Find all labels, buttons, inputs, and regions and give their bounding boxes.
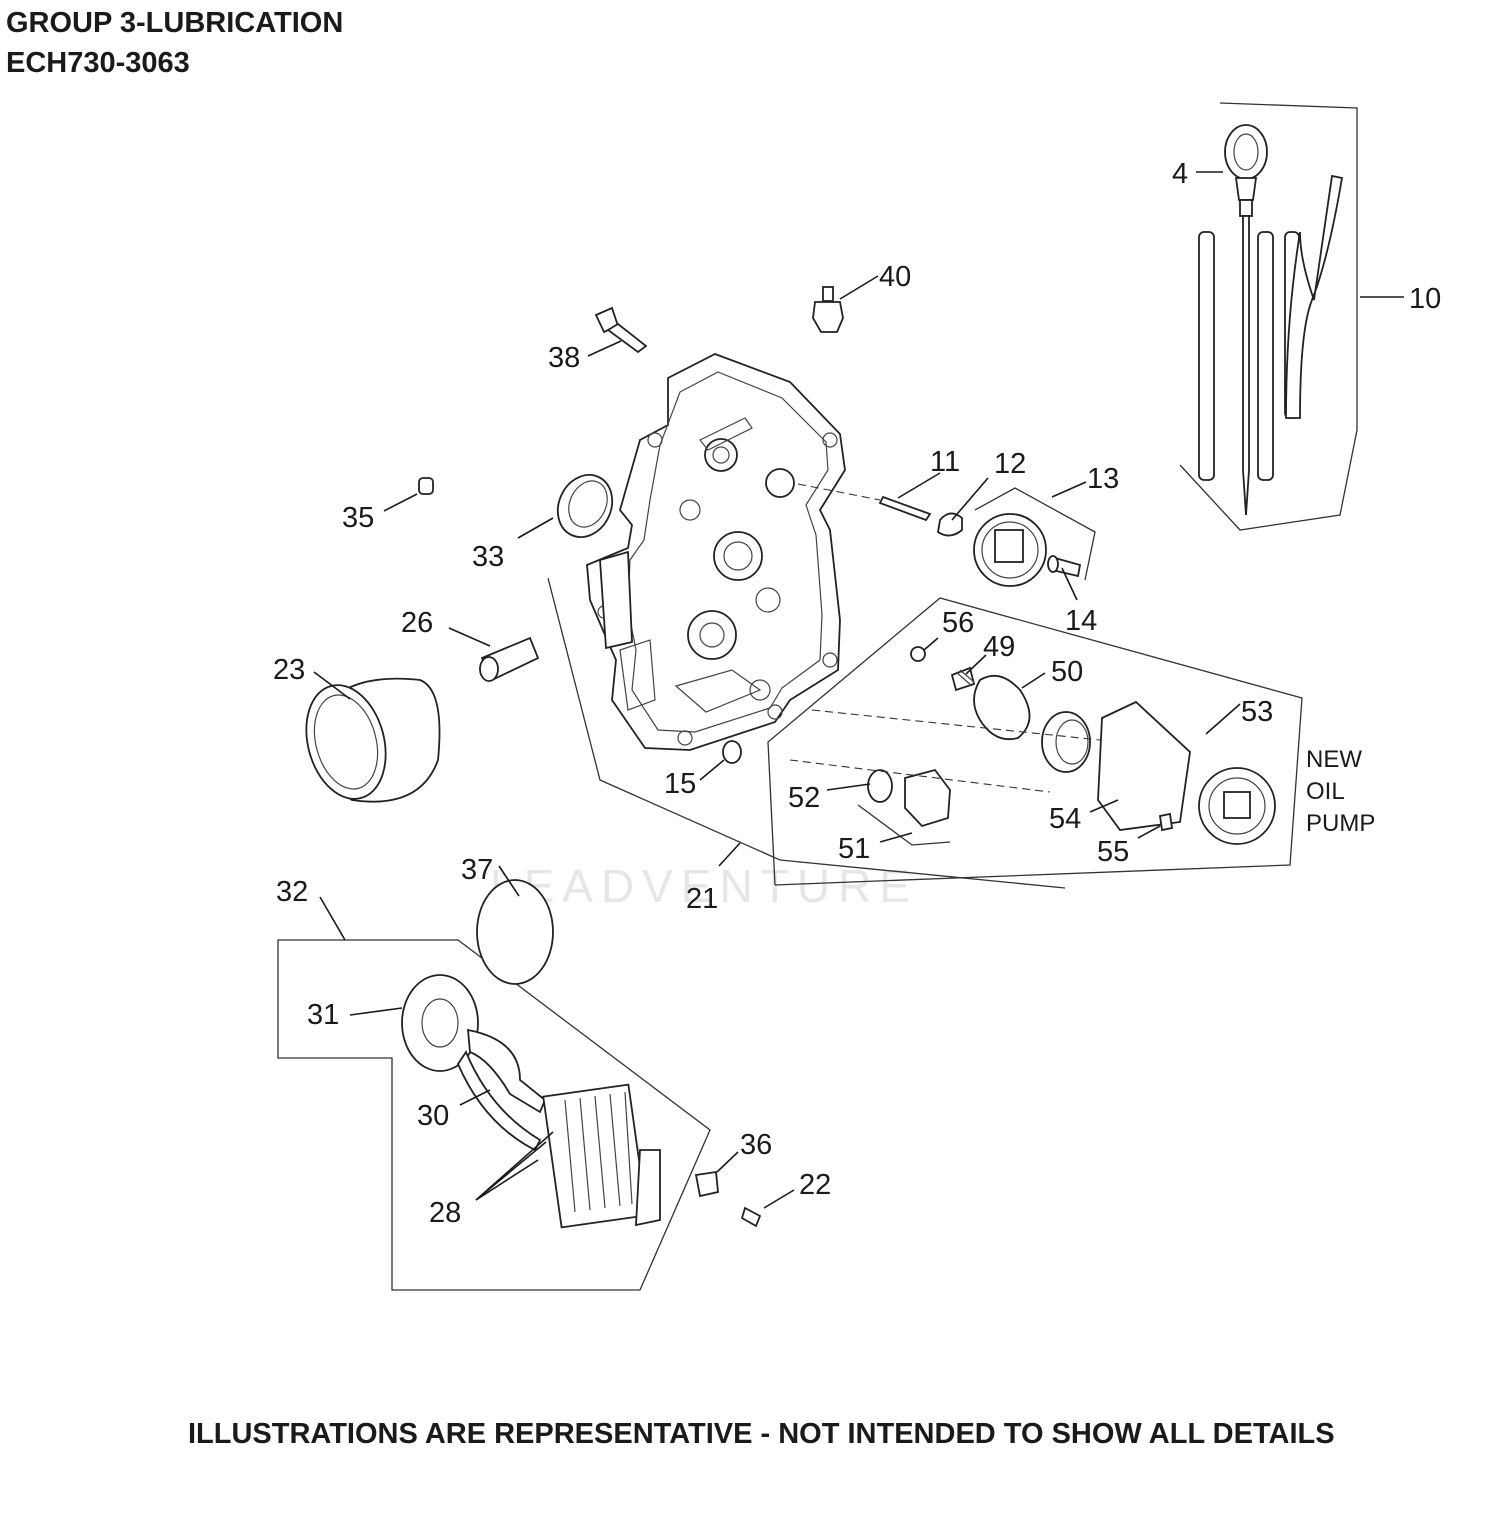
watermark: LEADVENTURE [490,860,918,912]
cooler-28 [542,1083,648,1229]
oil-seal-33 [556,474,614,538]
callout-37: 37 [461,854,493,886]
callout-15: 15 [664,768,696,800]
filter-adapter-31 [401,974,479,1072]
bolt-38 [594,306,648,354]
callout-21: 21 [686,883,718,915]
callout-52: 52 [788,782,820,814]
dipstick-tube-group [1179,102,1358,531]
callout-22: 22 [799,1169,831,1201]
bolt-22 [740,1206,762,1228]
callout-13: 13 [1087,463,1119,495]
callout-36: 36 [740,1129,772,1161]
model-number: ECH730-3063 [6,47,190,79]
callout-49: 49 [983,631,1015,663]
oil-pressure-sensor [812,286,844,333]
callout-50: 50 [1051,656,1083,688]
callout-4: 4 [1172,158,1188,190]
governor-gear [973,487,1096,587]
pin-14 [1047,555,1082,578]
new-oil-pump-note: NEW OIL PUMP [1306,746,1375,837]
clip-12 [937,512,963,537]
callout-38: 38 [548,342,580,374]
pump-plate-54 [1097,700,1191,831]
note-line-1: NEW [1306,746,1362,773]
page-title: GROUP 3-LUBRICATION [6,7,344,39]
pump-gear-53 [1198,767,1276,845]
callout-14: 14 [1065,605,1097,637]
leader-lines [313,171,1404,1209]
callout-26: 26 [401,607,433,639]
closure-plate-group-outline [547,577,1303,889]
pickup-51 [904,768,951,828]
gasket-50 [973,674,1031,741]
o-ring-52 [867,769,893,803]
callout-32: 32 [276,876,308,908]
adapter-26 [479,636,540,682]
callout-10: 10 [1409,283,1441,315]
callout-56: 56 [942,607,974,639]
callout-35: 35 [342,502,374,534]
callout-40: 40 [879,261,911,293]
disclaimer-footer: ILLUSTRATIONS ARE REPRESENTATIVE - NOT I… [188,1418,1335,1450]
note-line-3: PUMP [1306,810,1375,837]
oil-cooler-group [277,879,762,1291]
callout-12: 12 [994,448,1026,480]
callout-23: 23 [273,654,305,686]
o-ring-37 [476,879,554,985]
callout-53: 53 [1241,696,1273,728]
callout-30: 30 [417,1100,449,1132]
callout-31: 31 [307,999,339,1031]
pin-11 [797,483,932,522]
callout-11: 11 [930,446,960,478]
callout-54: 54 [1049,803,1081,835]
screw-55 [1158,812,1174,832]
callout-51: 51 [838,833,870,865]
callout-55: 55 [1097,836,1129,868]
callout-numbers: 4 10 11 12 13 14 15 21 22 23 26 28 30 31… [273,158,1441,1229]
callout-33: 33 [472,541,504,573]
ball-56 [910,646,926,662]
plug-35 [418,477,434,495]
rotor-54a [1041,711,1091,773]
callout-28: 28 [429,1197,461,1229]
oil-filter [305,677,441,803]
oil-pump-group [789,646,1276,846]
closure-plate [586,353,846,751]
o-ring-15 [722,740,742,764]
clip-36 [694,1170,719,1198]
note-line-2: OIL [1306,778,1345,805]
